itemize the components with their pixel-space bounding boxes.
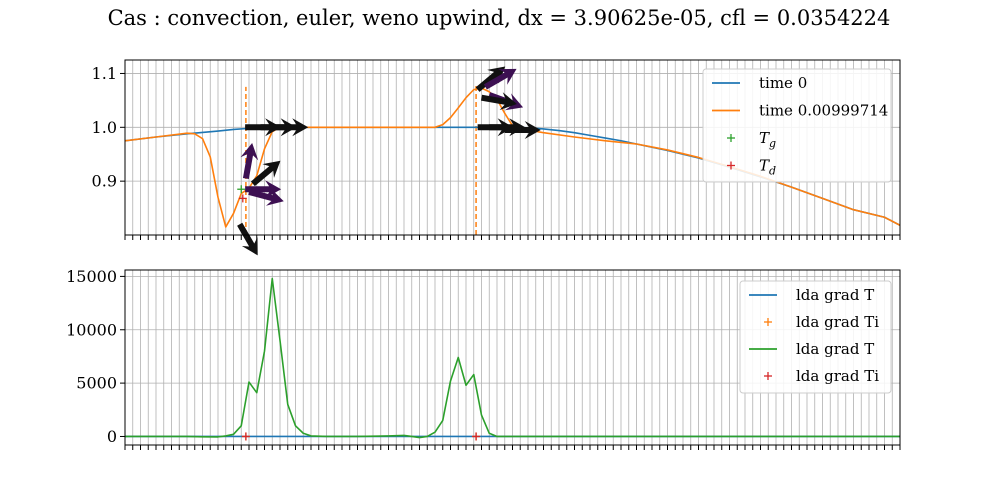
y-tick-label: 0.9: [92, 172, 117, 191]
legend-box: [739, 280, 892, 394]
quiver-arrow: [245, 180, 282, 199]
quiver-arrow: [240, 143, 259, 179]
series-line: [125, 277, 900, 439]
top-x-axis: [124, 235, 901, 240]
quiver-arrow: [480, 92, 517, 111]
y-tick-label: 10000: [66, 320, 117, 339]
quiver-arrow: [504, 121, 541, 139]
quiver-arrow: [475, 66, 506, 92]
bottom-y-axis: 0 5000 10000 15000: [66, 267, 125, 446]
top-axes-frame: [124, 59, 901, 236]
legend-label: Td: [759, 157, 776, 178]
legend-label-base: T: [759, 129, 770, 147]
legend-label: Tg: [759, 129, 776, 150]
legend-label: lda grad T: [796, 286, 874, 304]
series-point: [237, 185, 246, 194]
legend-label-base: T: [759, 157, 770, 175]
plot-clip-group: [125, 277, 900, 441]
legend-label: lda grad Ti: [796, 313, 879, 331]
figure-title: Cas : convection, euler, weno upwind, dx…: [108, 6, 891, 30]
series-point: [472, 432, 481, 441]
bottom-legend: lda grad T lda grad Ti lda grad T lda grad …: [739, 280, 892, 394]
bottom-x-axis: [124, 445, 901, 450]
y-tick-label: 1.0: [92, 118, 117, 137]
legend-label: lda grad Ti: [796, 367, 879, 385]
quiver-arrow: [248, 188, 284, 206]
y-tick-label: 0: [107, 427, 117, 446]
series-point: [241, 432, 250, 441]
legend-label: time 0: [759, 74, 807, 92]
legend-label: lda grad T: [796, 340, 874, 358]
top-y-axis: 0.9 1.0 1.1: [92, 64, 125, 191]
legend-label-subscript: g: [769, 137, 776, 150]
bottom-plot-area: [125, 277, 900, 441]
series-point: [238, 194, 247, 203]
legend-label: time 0.00999714: [759, 102, 888, 120]
quiver-arrow: [250, 160, 281, 187]
y-tick-label: 5000: [76, 374, 117, 393]
quiver-arrow: [483, 68, 517, 90]
series-line: [125, 87, 900, 228]
bottom-axes-frame: [124, 269, 901, 446]
y-tick-label: 15000: [66, 267, 117, 286]
quiver-arrow: [272, 118, 309, 137]
quiver-arrow: [237, 222, 258, 256]
legend-label-subscript: d: [769, 165, 776, 178]
legend-box: [702, 68, 892, 183]
y-tick-label: 1.1: [92, 64, 117, 83]
